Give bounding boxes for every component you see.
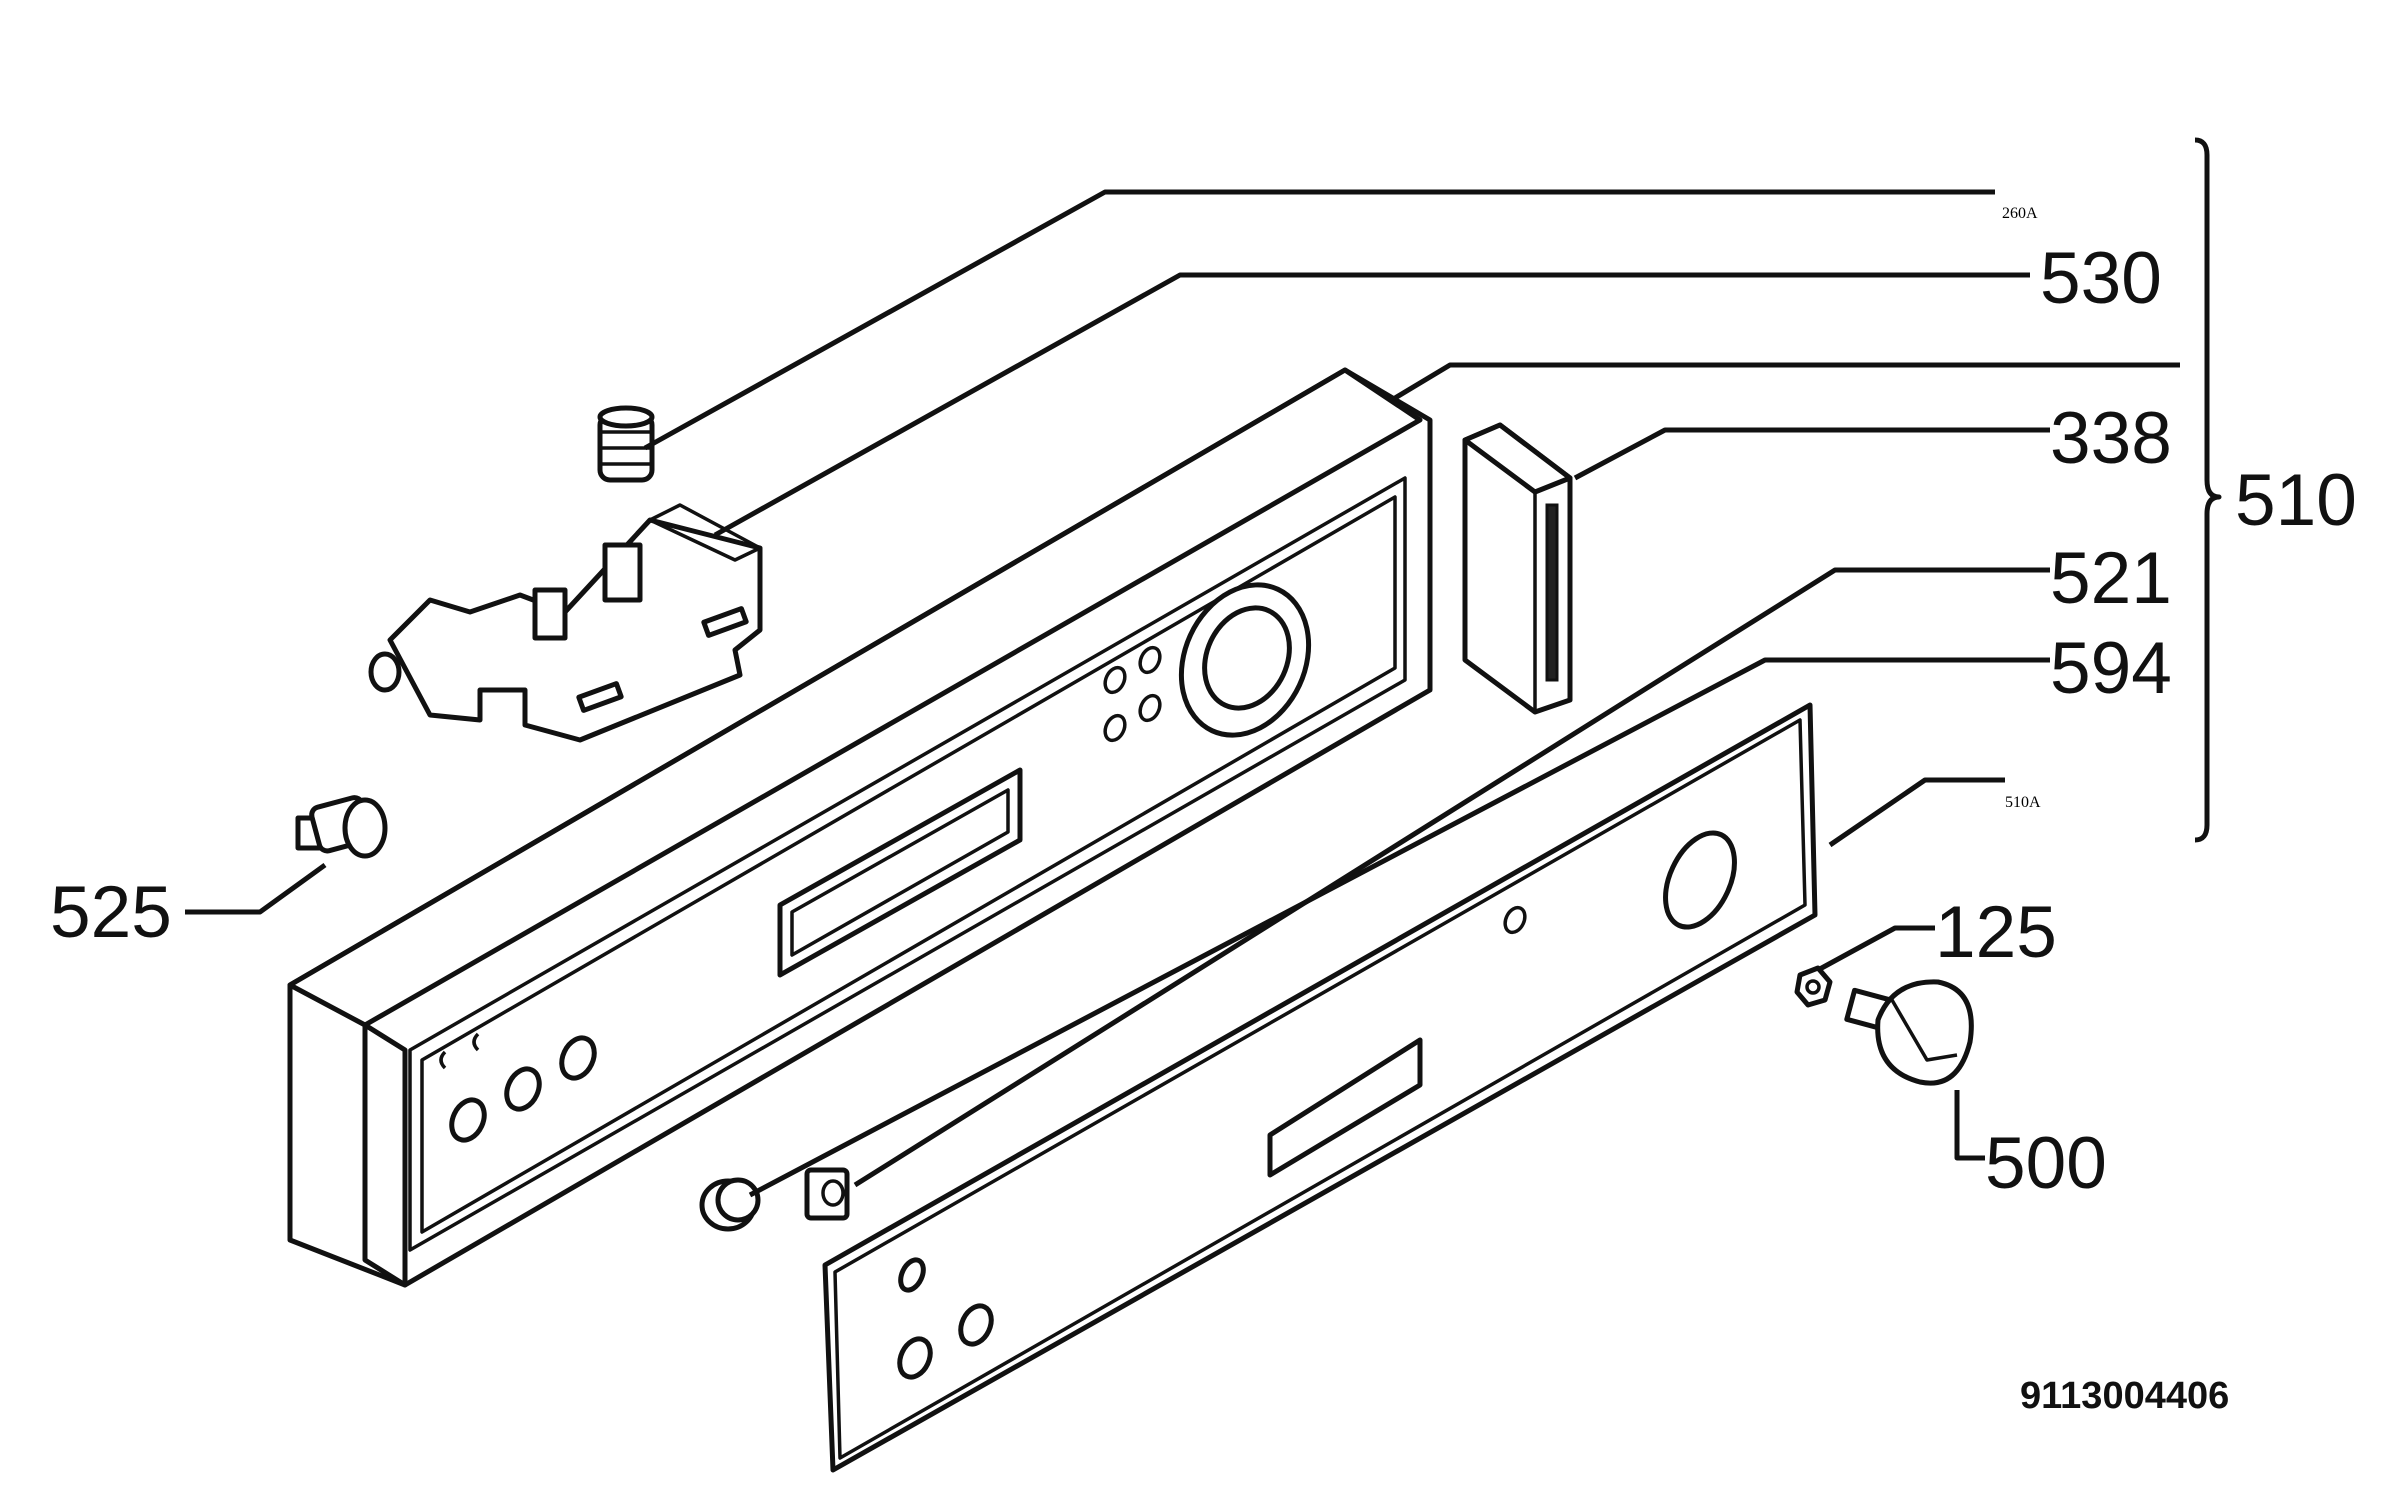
callout-510A: 510A [2005,794,2041,811]
part-525-switch [295,795,388,859]
callout-525: 525 [50,872,172,953]
callout-labels: 260A 530 338 510 521 594 510A 525 125 50… [50,205,2357,1417]
part-594-button [699,1177,761,1232]
part-125-nut [1794,965,1833,1008]
control-panel-housing [287,367,1433,1288]
part-521-button [804,1167,850,1221]
front-cover-panel [822,702,1818,1473]
part-260A-spring [597,405,655,483]
part-338-connector [1462,422,1573,715]
dial-recess [1178,582,1312,738]
drawing-number: 9113004406 [2020,1375,2229,1417]
callout-521: 521 [2050,538,2172,619]
callout-530: 530 [2040,238,2162,319]
part-500-knob [1844,979,1974,1086]
callout-338: 338 [2050,398,2172,479]
part-530-bracket [368,503,763,743]
callout-260A: 260A [2002,205,2038,222]
callout-594: 594 [2050,628,2172,709]
callout-510: 510 [2235,460,2357,541]
leader-lines [185,137,2222,1198]
callout-500: 500 [1985,1123,2107,1204]
callout-125: 125 [1935,892,2057,973]
